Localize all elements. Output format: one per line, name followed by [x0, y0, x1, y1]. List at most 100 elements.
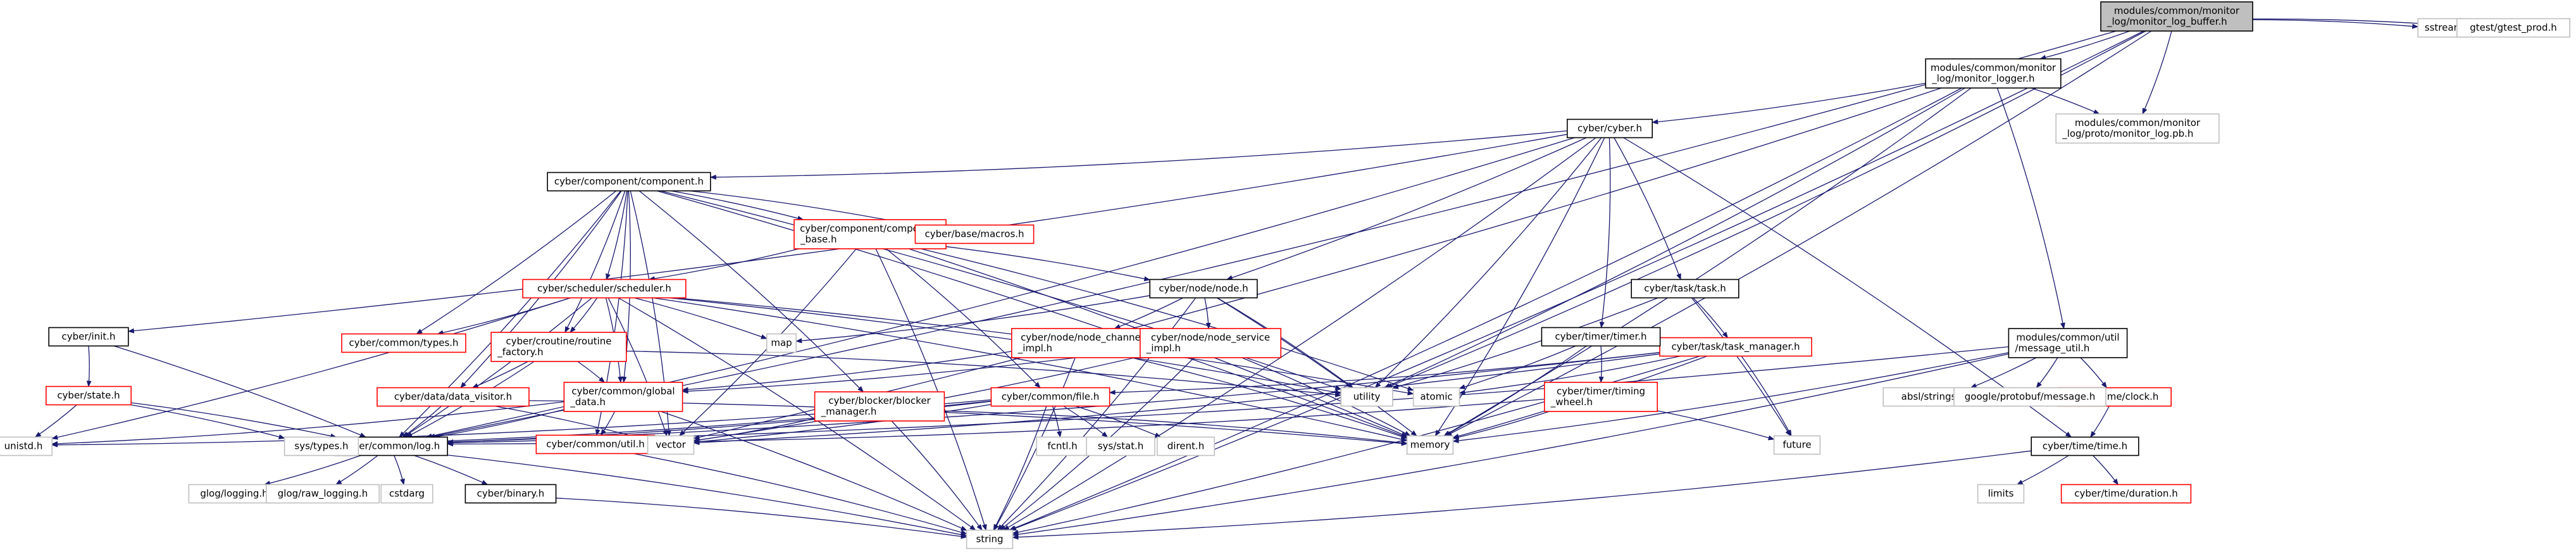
node-label: cyber/binary.h [477, 488, 545, 499]
node-box [2456, 18, 2571, 38]
edge-commonfile-to-fcntl [1052, 406, 1062, 438]
graph-node-scheduler[interactable]: cyber/scheduler/scheduler.h [522, 279, 687, 299]
graph-node-atomic[interactable]: atomic [1412, 387, 1460, 407]
edge-cyber-to-utility [1374, 137, 1602, 389]
graph-node-nodeservice[interactable]: cyber/node/node_service_impl.h [1140, 328, 1282, 358]
node-label: glog/logging.h [200, 488, 268, 499]
graph-node-map[interactable]: map [766, 333, 797, 353]
node-label: cyber/timer/timer.h [1555, 331, 1646, 342]
graph-node-binary[interactable]: cyber/binary.h [464, 484, 557, 504]
node-box [1406, 435, 1454, 455]
node-label: glog/raw_logging.h [278, 488, 368, 500]
edge-commonfile-to-dirent [1075, 405, 1162, 438]
edge-node-to-nodeservice [1204, 298, 1211, 329]
edge-scheduler-to-memory [652, 297, 1408, 442]
graph-node-memory[interactable]: memory [1406, 435, 1454, 455]
graph-node-utility[interactable]: utility [1340, 387, 1393, 407]
graph-node-mlogpb[interactable]: modules/common/monitor_log/proto/monitor… [2055, 113, 2220, 144]
graph-node-cyber[interactable]: cyber/cyber.h [1567, 118, 1653, 139]
edge-component-to-compbase [671, 190, 804, 221]
edge-msgutil-to-memory [1452, 352, 2009, 444]
node-box [2055, 113, 2220, 144]
edge-component-to-memory [656, 190, 1408, 438]
graph-node-cstdarg[interactable]: cstdarg [380, 484, 433, 504]
node-label: gtest/gtest_prod.h [2470, 22, 2557, 34]
graph-node-msgutil[interactable]: modules/common/util/message_util.h [2008, 328, 2128, 358]
edge-nodeservice-to-memory [1241, 357, 1411, 437]
graph-node-node[interactable]: cyber/node/node.h [1149, 279, 1258, 299]
graph-node-datavisitor[interactable]: cyber/data/data_visitor.h [376, 387, 530, 407]
graph-node-mlogger[interactable]: modules/common/monitor_log/monitor_logge… [1925, 58, 2062, 89]
node-label: cyber/component/component.h [554, 176, 704, 187]
graph-node-task[interactable]: cyber/task/task.h [1631, 279, 1739, 299]
graph-node-root[interactable]: modules/common/monitor_log/monitor_log_b… [2100, 1, 2253, 32]
graph-node-nodechannel[interactable]: cyber/node/node_channel_impl.h [1011, 328, 1154, 358]
node-label: google/protobuf/message.h [1965, 391, 2096, 403]
node-box [1149, 279, 1258, 299]
graph-node-duration[interactable]: cyber/time/duration.h [2060, 484, 2192, 504]
edge-timingwheel-to-memory [1452, 411, 1550, 440]
edge-commonfile-to-vector [693, 404, 992, 444]
edge-node-to-nodechannel [1114, 297, 1183, 329]
graph-node-unistd[interactable]: unistd.h [0, 436, 53, 456]
node-box [1631, 279, 1739, 299]
edge-state-to-systypes [130, 404, 285, 439]
edge-scheduler-to-string [618, 297, 976, 531]
graph-node-protomsg[interactable]: google/protobuf/message.h [1953, 387, 2106, 407]
node-box [1977, 484, 2025, 504]
edge-root-to-sstream [2252, 19, 2419, 29]
graph-node-systypes[interactable]: sys/types.h [283, 436, 359, 456]
graph-node-types[interactable]: cyber/common/types.h [341, 333, 466, 353]
graph-node-routine[interactable]: cyber/croutine/routine_factory.h [490, 332, 627, 362]
edge-root-to-mlogpb [2142, 30, 2172, 115]
node-label: /message_util.h [2015, 342, 2089, 354]
graph-node-timer[interactable]: cyber/timer/timer.h [1541, 327, 1661, 347]
node-box [1544, 382, 1658, 412]
node-box [1659, 337, 1812, 357]
graph-node-limits[interactable]: limits [1977, 484, 2025, 504]
edge-routine-to-datavisitor [471, 361, 528, 389]
graph-node-commonutil[interactable]: cyber/common/util.h [535, 434, 656, 455]
graph-node-string[interactable]: string [966, 529, 1014, 549]
graph-node-glograw[interactable]: glog/raw_logging.h [265, 484, 380, 504]
graph-node-blocker[interactable]: cyber/blocker/blocker_manager.h [814, 391, 945, 422]
graph-node-commonfile[interactable]: cyber/common/file.h [990, 387, 1111, 407]
edge-log-to-glog [263, 455, 361, 486]
edge-binary-to-string [556, 498, 968, 539]
graph-node-fcntl[interactable]: fcntl.h [1036, 436, 1089, 456]
graph-node-taskmgr[interactable]: cyber/task/task_manager.h [1659, 337, 1812, 357]
edge-mlogger-to-memory [1443, 87, 1972, 437]
node-label: _factory.h [497, 346, 543, 358]
graph-node-vector[interactable]: vector [647, 435, 695, 455]
edge-root-to-string [1009, 30, 2144, 531]
graph-node-gtest[interactable]: gtest/gtest_prod.h [2456, 18, 2571, 38]
graph-node-dirent[interactable]: dirent.h [1157, 436, 1216, 456]
graph-node-state[interactable]: cyber/state.h [46, 386, 132, 406]
edge-commonfile-to-sysstat [1063, 405, 1109, 438]
node-label: modules/common/monitor [2075, 117, 2201, 129]
graph-node-macros[interactable]: cyber/base/macros.h [914, 224, 1035, 244]
node-label: _impl.h [1146, 342, 1181, 354]
node-box [464, 484, 557, 504]
graph-node-globaldata[interactable]: cyber/common/global_data.h [563, 382, 683, 412]
node-label: cyber/base/macros.h [924, 229, 1024, 240]
graph-node-glog[interactable]: glog/logging.h [188, 484, 280, 504]
graph-node-component[interactable]: cyber/component/component.h [547, 172, 711, 192]
edge-root-to-log [428, 30, 2117, 439]
edge-node-to-utility [1217, 297, 1353, 389]
graph-node-timingwheel[interactable]: cyber/timer/timing_wheel.h [1544, 382, 1658, 412]
graph-node-time[interactable]: cyber/time/time.h [2031, 436, 2139, 456]
graph-node-sysstat[interactable]: sys/stat.h [1086, 436, 1155, 456]
node-box [380, 484, 433, 504]
graph-node-future[interactable]: future [1773, 435, 1821, 455]
node-label: sys/stat.h [1098, 441, 1144, 452]
graph-node-init[interactable]: cyber/init.h [48, 327, 129, 347]
edge-log-to-glograw [335, 455, 378, 486]
edge-msgutil-to-clock [2080, 357, 2107, 389]
edge-msgutil-to-protomsg [2036, 357, 2058, 389]
edge-compbase-to-commonfile [886, 248, 1041, 389]
node-label: cyber/common/types.h [349, 337, 458, 349]
node-box [188, 484, 280, 504]
